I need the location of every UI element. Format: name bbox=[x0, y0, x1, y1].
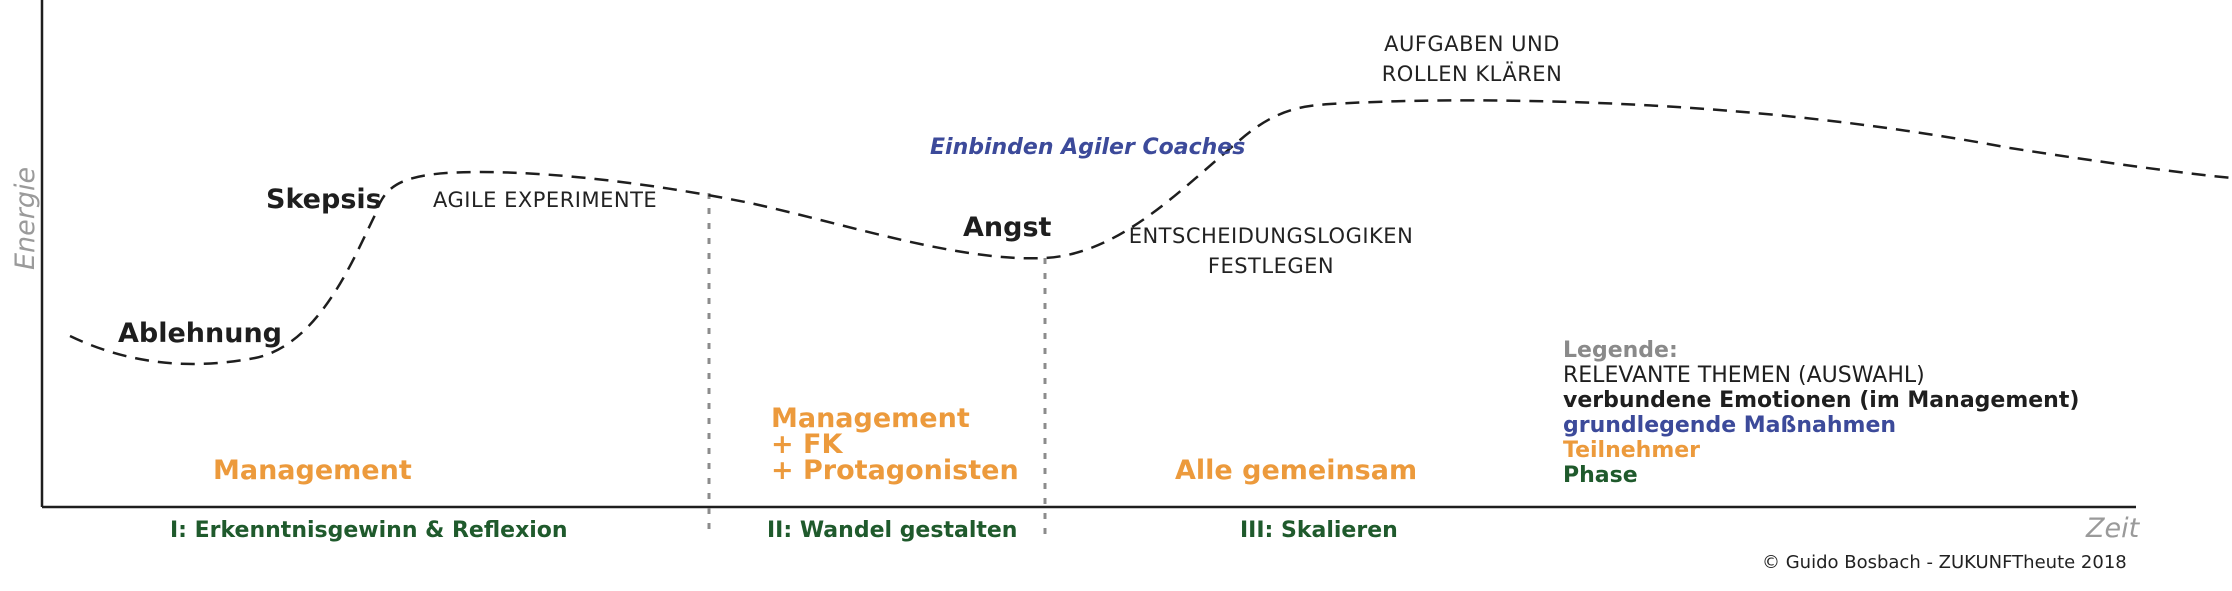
x-axis-label: Zeit bbox=[2086, 513, 2140, 544]
participant-management-fk-protagonisten: Management + FK + Protagonisten bbox=[771, 403, 1019, 486]
emotion-angst: Angst bbox=[963, 212, 1052, 243]
topic-aufgaben-rollen: AUFGABEN UND ROLLEN KLÄREN bbox=[1372, 29, 1572, 89]
measure-agile-coaches: Einbinden Agiler Coaches bbox=[930, 135, 1246, 160]
participant-middle-line-1: Management bbox=[771, 403, 970, 434]
participant-middle-line-3: + Protagonisten bbox=[771, 455, 1019, 486]
topic-agile-experimente: AGILE EXPERIMENTE bbox=[433, 188, 658, 212]
participant-management: Management bbox=[213, 455, 412, 486]
topic-entscheidungslogiken-line-2: FESTLEGEN bbox=[1207, 254, 1335, 278]
legend-item-participants: Teilnehmer bbox=[1563, 438, 1701, 463]
y-axis-label: Energie bbox=[10, 166, 41, 270]
legend-title: Legende: bbox=[1563, 338, 1678, 363]
topic-entscheidungslogiken-line-1: ENTSCHEIDUNGSLOGIKEN bbox=[1128, 224, 1414, 248]
copyright-text: © Guido Bosbach - ZUKUNFTheute 2018 bbox=[1762, 552, 2127, 573]
topic-aufgaben-line-1: AUFGABEN UND bbox=[1384, 32, 1560, 56]
legend-item-measures: grundlegende Maßnahmen bbox=[1563, 413, 1897, 438]
legend-item-emotions: verbundene Emotionen (im Management) bbox=[1563, 388, 2080, 413]
phase-2-label: II: Wandel gestalten bbox=[767, 518, 1018, 543]
energy-curve bbox=[69, 99, 2232, 366]
emotion-skepsis: Skepsis bbox=[266, 184, 382, 215]
phase-1-label: I: Erkenntnisgewinn & Reflexion bbox=[170, 518, 568, 543]
legend-item-phase: Phase bbox=[1563, 463, 1638, 488]
topic-aufgaben-line-2: ROLLEN KLÄREN bbox=[1381, 62, 1563, 86]
legend-item-topics: RELEVANTE THEMEN (AUSWAHL) bbox=[1563, 363, 1925, 388]
participant-middle-line-2: + FK bbox=[771, 429, 843, 460]
phase-3-label: III: Skalieren bbox=[1240, 518, 1398, 543]
legend: Legende: RELEVANTE THEMEN (AUSWAHL) verb… bbox=[1563, 338, 2079, 488]
participant-alle-gemeinsam: Alle gemeinsam bbox=[1175, 455, 1418, 486]
topic-entscheidungslogiken: ENTSCHEIDUNGSLOGIKEN FESTLEGEN bbox=[1126, 221, 1416, 281]
emotion-ablehnung: Ablehnung bbox=[118, 318, 283, 349]
